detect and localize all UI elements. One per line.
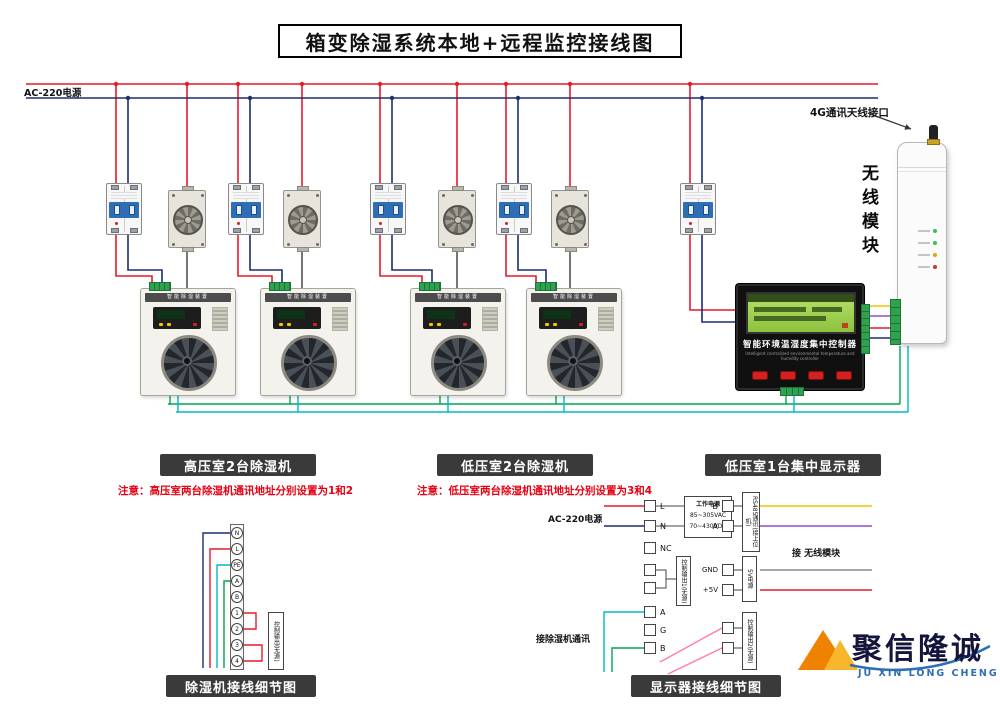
- dehumidifier-unit-1: 智能除湿装置: [140, 282, 236, 396]
- breaker-label-strip: [111, 192, 137, 199]
- output-box-label: 控制输出(无源): [268, 612, 284, 670]
- controller-button: [836, 371, 852, 380]
- controller-button: [752, 371, 768, 380]
- controller-name: 智能环境温湿度集中控制器: [742, 340, 857, 350]
- breaker-lever-icon: [129, 205, 135, 215]
- controller-name-en: Intelligent centralized environmental te…: [745, 351, 855, 361]
- section-label-lv-room: 低压室2台除湿机: [437, 454, 593, 476]
- v5-terminal: [722, 584, 734, 596]
- terminal-1: 1: [231, 607, 243, 619]
- vent-grille: [212, 307, 228, 331]
- section-label-hv-room: 高压室2台除湿机: [160, 454, 316, 476]
- terminal-screw: [111, 228, 119, 233]
- to-wireless-module-label: 接 无线模块: [792, 549, 841, 559]
- logo-text-cn: 聚信隆诚: [852, 632, 984, 667]
- logo-text-en: JU XIN LONG CHENG: [858, 668, 999, 679]
- display-panel: [153, 307, 201, 329]
- display-terminal-b: [644, 642, 656, 654]
- section-label-display-room: 低压室1台集中显示器: [705, 454, 881, 476]
- controller-button: [808, 371, 824, 380]
- logo-mountain-icon: [798, 630, 991, 672]
- fan-terminal: [182, 186, 194, 191]
- panel-fan-3: [438, 186, 476, 252]
- rs485-terminal-a: [722, 520, 734, 532]
- display-terminal-l: [644, 500, 656, 512]
- terminal-screw: [111, 185, 119, 190]
- display-terminal-n: [644, 520, 656, 532]
- terminal-a: A: [231, 575, 243, 587]
- signal-wires: [659, 305, 892, 675]
- comm-to-dehumidifier-label: 接除湿机通讯: [536, 635, 591, 645]
- panel-fan-1: [168, 186, 206, 252]
- output1-box-label: 控制输出1(无源): [676, 556, 691, 606]
- terminal-n: N: [231, 527, 243, 539]
- circuit-breaker-2: [228, 183, 264, 235]
- dehumidifier-nameplate: 智能除湿装置: [145, 293, 231, 302]
- circuit-breaker-3: [370, 183, 406, 235]
- antenna-port-label: 4G通讯天线接口: [810, 107, 889, 119]
- display-terminal-nc: [644, 542, 656, 554]
- note-lv-address: 注意：低压室两台除湿机通讯地址分别设置为3和4: [417, 485, 653, 497]
- output2-terminal: [722, 622, 734, 634]
- panel-fan-4: [551, 186, 589, 252]
- rs485-box-label: RS485通讯(接上位机): [742, 492, 760, 552]
- antenna-connector: [927, 139, 940, 145]
- breaker-lever-icon: [114, 205, 120, 215]
- comm-wires-green: [168, 346, 901, 672]
- terminal-block: [890, 299, 901, 345]
- wireless-module: [890, 125, 947, 345]
- breaker-toggle-band: [109, 202, 139, 218]
- bracket-lines: [656, 505, 742, 649]
- output2-terminal: [722, 642, 734, 654]
- circuit-breaker-5: [680, 183, 716, 235]
- neutral-wires: [26, 97, 892, 339]
- dehumidifier-unit-4: 智能除湿装置: [526, 282, 622, 396]
- dehumidifier-unit-3: 智能除湿装置: [410, 282, 506, 396]
- terminal-block: [861, 304, 870, 354]
- rs485-terminal-b: [722, 500, 734, 512]
- terminal-block: [780, 387, 804, 396]
- v5-box-label: 5V电源: [742, 556, 757, 602]
- panel-fan-2: [283, 186, 321, 252]
- ac-power-label: AC-220电源: [24, 88, 82, 99]
- wireless-module-label: 无线模块: [858, 164, 878, 260]
- output2-box-label: 控制输出2(无源): [742, 612, 757, 670]
- junction-dots: [113, 81, 705, 101]
- output1-terminal: [644, 582, 656, 594]
- terminal-screw: [130, 185, 138, 190]
- comm-wires-cyan: [176, 346, 909, 672]
- terminal-l: L: [231, 543, 243, 555]
- antenna-arrow-icon: [869, 113, 912, 130]
- terminal-2: 2: [231, 623, 243, 635]
- led-indicator: [933, 229, 937, 233]
- caption-dehumidifier-detail: 除湿机接线细节图: [166, 675, 316, 697]
- terminal-3: 3: [231, 639, 243, 651]
- circuit-breaker-1: [106, 183, 142, 235]
- fan-feed-wires: [186, 248, 571, 290]
- controller-button: [780, 371, 796, 380]
- note-hv-address: 注意：高压室两台除湿机通讯地址分别设置为1和2: [118, 485, 354, 497]
- circuit-breaker-4: [496, 183, 532, 235]
- live-wires: [26, 83, 892, 329]
- terminal-4: 4: [231, 655, 243, 667]
- terminal-b: B: [231, 591, 243, 603]
- status-dot: [115, 222, 118, 225]
- gnd-terminal: [722, 564, 734, 576]
- led-indicator: [159, 323, 163, 326]
- terminal-screw: [130, 228, 138, 233]
- central-controller: 智能环境温湿度集中控制器 Intelligent centralized env…: [735, 283, 870, 396]
- display-terminal-g: [644, 624, 656, 636]
- detail-ac-label: AC-220电源: [548, 515, 603, 525]
- caption-display-detail: 显示器接线细节图: [631, 675, 781, 697]
- dehumidifier-unit-2: 智能除湿装置: [260, 282, 356, 396]
- antenna-icon: [929, 125, 938, 141]
- display-terminal-a: [644, 606, 656, 618]
- detail-power-wires: [202, 505, 644, 668]
- lcd-screen: [746, 292, 856, 334]
- output1-terminal: [644, 564, 656, 576]
- terminal-pe: PE: [231, 559, 243, 571]
- terminal-block: [149, 282, 171, 291]
- page-title: 箱变除湿系统本地+远程监控接线图: [278, 24, 682, 58]
